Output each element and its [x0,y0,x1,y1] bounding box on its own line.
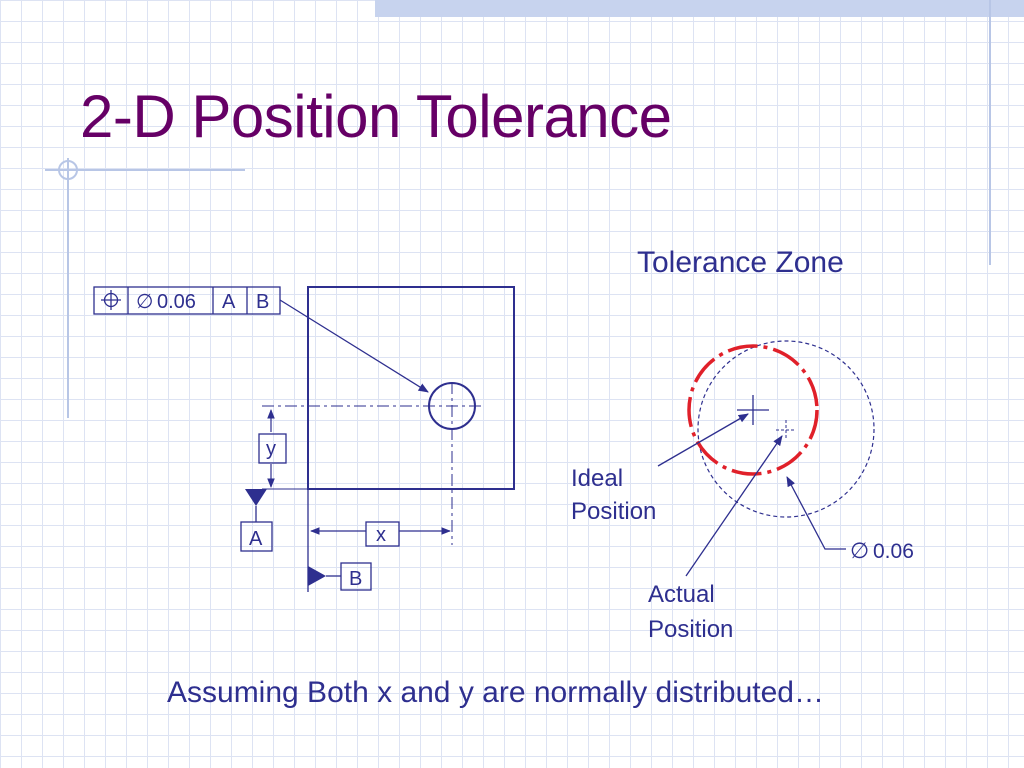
fcf-diameter-symbol: ∅ [136,291,153,313]
zone-diameter-value: 0.06 [873,540,914,563]
diameter-leader [786,476,846,550]
actual-leader [685,435,783,577]
ideal-label-line2: Position [571,498,656,525]
actual-position-cross [776,420,796,440]
y-dimension-box [258,433,287,464]
part-outline [307,286,515,490]
crosshair-ornament [58,160,78,180]
tolerance-zone-title: Tolerance Zone [637,246,844,279]
datum-a-triangle [245,489,267,506]
datum-a-label: A [249,528,263,550]
header-dotted-band [375,0,1024,17]
ideal-position-cross [737,395,769,425]
datum-b-label: B [349,568,362,590]
datum-a-box [240,521,273,552]
position-symbol-icon [101,290,121,310]
actual-label-line1: Actual [648,581,715,608]
fcf-tolerance-value: 0.06 [157,291,196,313]
actual-label-line2: Position [648,616,733,643]
ideal-leader [657,413,749,467]
y-dimension-label: y [266,438,276,460]
tolerance-zone-circle [687,344,819,476]
fcf-datum-a: A [222,291,236,313]
leader-to-hole [279,299,429,393]
datum-b-flag [308,566,326,586]
slide-caption: Assuming Both x and y are normally distr… [167,676,824,709]
ideal-label-line1: Ideal [571,465,623,492]
actual-spread-circle [697,340,875,518]
zone-diameter-symbol: ∅ [850,538,869,563]
slide-title: 2-D Position Tolerance [80,83,672,150]
x-dimension-box [365,521,400,547]
datum-b-box [340,562,372,591]
fcf-datum-b: B [256,291,269,313]
x-dimension-label: x [376,524,386,546]
